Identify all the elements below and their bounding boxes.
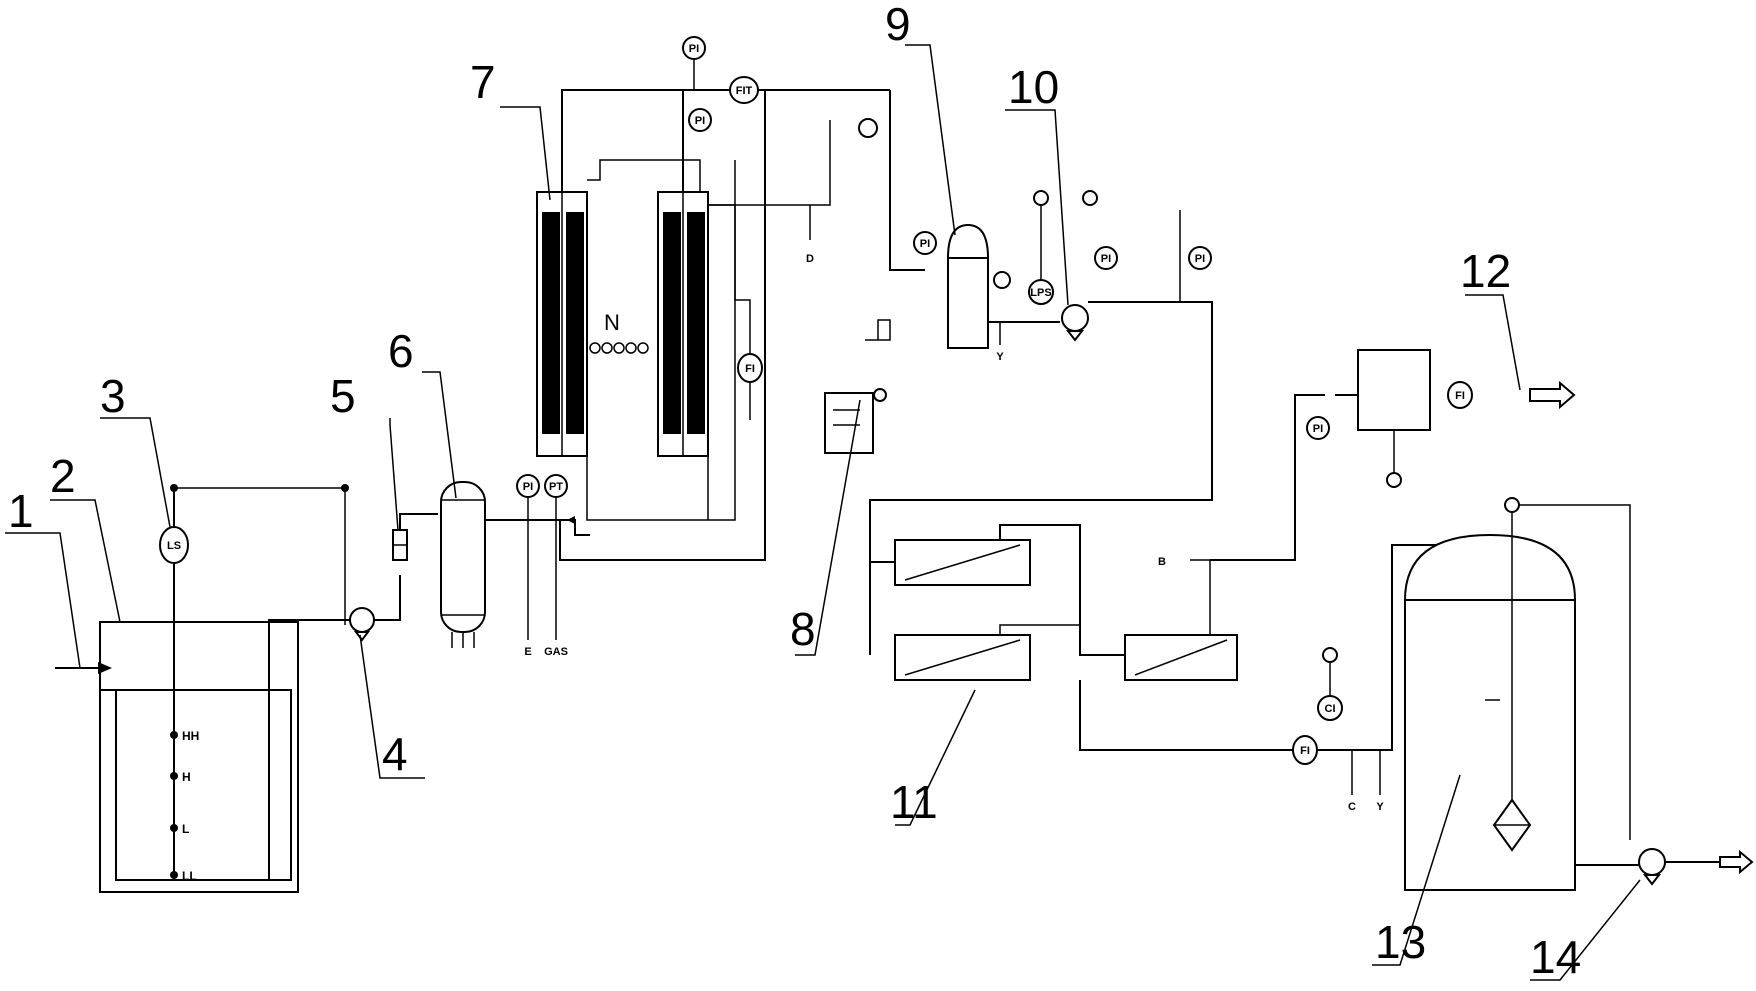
svg-text:FI: FI	[1455, 390, 1465, 402]
level-l: L	[182, 822, 189, 836]
svg-text:PI: PI	[1313, 423, 1323, 435]
conductivity-indicator: CI	[1317, 695, 1343, 721]
feed-pump	[349, 607, 375, 642]
gauge	[993, 271, 1011, 289]
callout-12: 12	[1460, 245, 1511, 297]
svg-text:LPS: LPS	[1030, 287, 1051, 299]
cartridge-filter	[1357, 349, 1431, 431]
pressure-indicator-12: PI	[1306, 416, 1330, 440]
lps-switch: LPS	[1028, 279, 1054, 305]
pressure-indicator-top: PI	[682, 36, 706, 60]
dosing-unit	[824, 319, 891, 454]
callout-5: 5	[330, 370, 356, 422]
callout-7: 7	[470, 56, 496, 108]
flow-indicator-transmitter: FIT	[729, 76, 759, 104]
discharge-outlet-arrow	[1719, 849, 1754, 875]
callout-3: 3	[100, 370, 126, 422]
buffer-tank	[946, 223, 990, 349]
stream-n: N	[604, 310, 620, 335]
ro-membrane-3	[1124, 634, 1238, 681]
callout-14: 14	[1530, 931, 1581, 983]
ro-membrane-2	[894, 634, 1031, 681]
membrane-module-right	[657, 191, 709, 457]
pressure-transmitter: PT	[544, 474, 568, 498]
leader-lines	[5, 44, 1641, 981]
stream-c: C	[1348, 801, 1356, 813]
svg-text:PI: PI	[1195, 253, 1205, 265]
svg-text:FIT: FIT	[736, 85, 753, 97]
flow-indicator-12: FI	[1447, 381, 1473, 409]
membrane-module-left	[536, 191, 588, 457]
high-pressure-pump	[1061, 304, 1089, 342]
svg-text:PI: PI	[695, 115, 705, 127]
level-ll: LL	[182, 869, 197, 883]
svg-text:LS: LS	[167, 540, 181, 552]
stream-y-1: Y	[996, 351, 1004, 363]
svg-text:CI: CI	[1325, 703, 1336, 715]
product-pump	[1638, 848, 1666, 886]
level-switch-rod: HH H L LL	[170, 488, 199, 883]
stream-gas: GAS	[544, 646, 568, 658]
pressure-indicator-10b: PI	[1188, 246, 1212, 270]
svg-text:PT: PT	[549, 481, 563, 493]
svg-text:PI: PI	[523, 481, 533, 493]
svg-text:FI: FI	[745, 363, 755, 375]
svg-text:PI: PI	[920, 238, 930, 250]
pressure-indicator-10: PI	[1094, 246, 1118, 270]
nitrogen-coil: N	[589, 310, 649, 354]
callout-1: 1	[8, 485, 34, 537]
callout-4: 4	[382, 728, 408, 780]
sight-glass	[858, 118, 878, 138]
pressure-indicator: PI	[516, 474, 540, 498]
product-outlet-arrow	[1529, 380, 1576, 410]
product-tank	[1403, 533, 1577, 891]
level-hh: HH	[182, 729, 199, 743]
callout-10: 10	[1008, 61, 1059, 113]
callout-9: 9	[885, 0, 911, 50]
callout-11: 11	[890, 776, 938, 828]
valve-5	[392, 529, 408, 561]
level-switch-ls: LS	[159, 526, 189, 564]
callout-6: 6	[388, 325, 414, 377]
pretreatment-vessel	[440, 481, 486, 648]
signal-line	[173, 487, 346, 625]
feed-tank	[99, 621, 299, 893]
callout-8: 8	[790, 603, 816, 655]
feed-inlet-arrow	[55, 662, 112, 674]
stream-b: B	[1158, 556, 1166, 568]
svg-text:PI: PI	[689, 43, 699, 55]
flow-indicator: FI	[737, 353, 763, 383]
level-float	[1492, 497, 1532, 852]
ro-membrane-1	[894, 539, 1031, 586]
svg-text:FI: FI	[1300, 745, 1310, 757]
callout-13: 13	[1375, 916, 1426, 968]
flow-indicator-11: FI	[1292, 735, 1318, 765]
level-h: H	[182, 770, 191, 784]
pressure-indicator-mid: PI	[688, 108, 712, 132]
svg-text:PI: PI	[1101, 253, 1111, 265]
callout-2: 2	[50, 450, 76, 502]
stream-d-1: D	[806, 253, 814, 265]
stream-y-2: Y	[1376, 801, 1384, 813]
pressure-indicator-9: PI	[913, 231, 937, 255]
stream-e: E	[524, 646, 531, 658]
